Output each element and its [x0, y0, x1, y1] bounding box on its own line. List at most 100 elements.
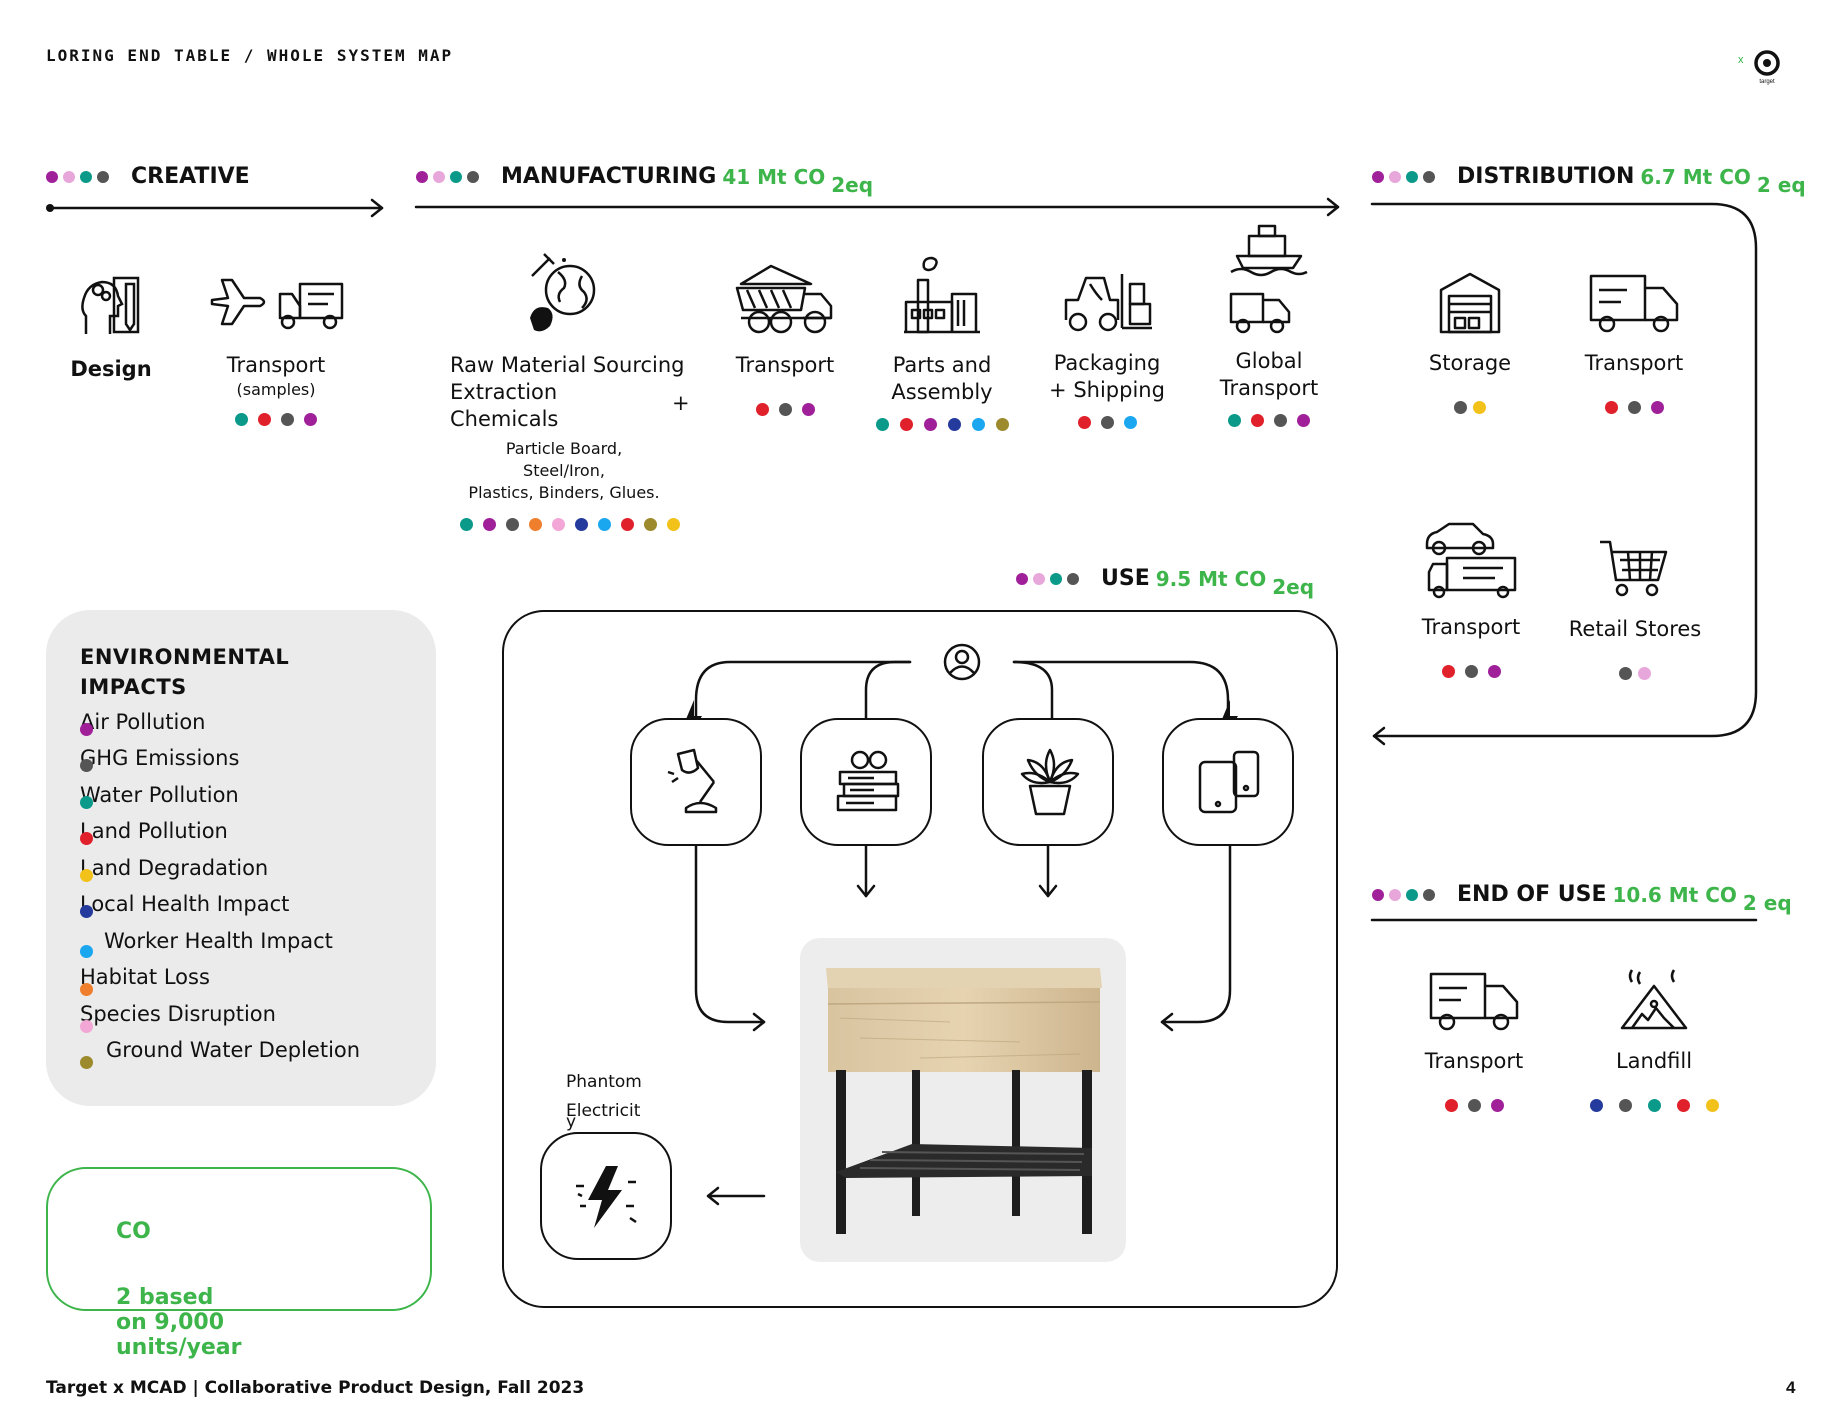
factory-icon: [904, 256, 980, 334]
impact-land-pollution: Land Pollution: [80, 819, 228, 845]
use-phase-box: [502, 610, 1338, 1308]
page-number: 4: [1786, 1378, 1796, 1397]
impact-land-degradation: Land Degradation: [80, 856, 269, 882]
desk-lamp-bubble: [630, 718, 762, 846]
end-transport-impact-dots: [1414, 1099, 1534, 1112]
warehouse-icon: [1439, 272, 1501, 334]
landfill-icon: [1620, 969, 1688, 1030]
impact-worker-health: Worker Health Impact: [80, 929, 333, 958]
global-transport-impact-dots: [1206, 414, 1332, 427]
books-bubble: [800, 718, 932, 846]
impact-water-pollution: Water Pollution: [80, 783, 239, 809]
dist-transport-label: Transport: [1584, 351, 1684, 375]
impact-ground-water: Ground Water Depletion: [80, 1038, 360, 1069]
devices-bubble: [1162, 718, 1294, 846]
impact-ghg-emissions: GHG Emissions: [80, 746, 240, 772]
designer-head-icon: [81, 276, 140, 334]
global-transport-label-1: Global: [1235, 349, 1303, 373]
mfg-transport-label: Transport: [735, 353, 835, 377]
transport-samples-label: Transport: [226, 353, 326, 377]
globe-mining-icon: [530, 253, 596, 332]
packaging-label-2: + Shipping: [1049, 378, 1165, 402]
end-transport-label: Transport: [1424, 1049, 1524, 1073]
car-transport-impact-dots: [1414, 665, 1528, 678]
dist-transport-impact-dots: [1574, 401, 1694, 414]
distribution-title: DISTRIBUTION: [1457, 164, 1635, 189]
delivery-truck-icon: [1589, 274, 1679, 333]
creative-title: CREATIVE: [131, 164, 250, 189]
plane-truck-icon: [210, 278, 344, 330]
stage-landfill: Landfill: [1574, 968, 1734, 1112]
mfg-transport-impact-dots: [730, 403, 840, 416]
books-icon: [836, 750, 900, 812]
retail-impact-dots: [1560, 667, 1710, 680]
stage-car-transport: Transport: [1414, 520, 1528, 678]
desk-lamp-icon: [667, 748, 718, 814]
raw-material-sub: Particle Board, Steel/Iron,Plastics, Bin…: [468, 439, 660, 502]
target-bullseye-icon: [1754, 50, 1780, 76]
plant-bubble: [982, 718, 1114, 846]
raw-material-label-3: Chemicals: [450, 407, 559, 431]
plant-pot-icon: [1020, 748, 1080, 816]
stage-mfg-transport: Transport: [730, 260, 840, 416]
parts-assembly-label-1: Parts and: [892, 353, 992, 377]
brand-x: x: [1738, 54, 1744, 66]
design-label: Design: [70, 357, 152, 381]
user-icon: [943, 643, 981, 681]
packaging-impact-dots: [1042, 416, 1172, 429]
packaging-label-1: Packaging: [1053, 351, 1161, 375]
use-title: USE: [1101, 566, 1150, 591]
manufacturing-title: MANUFACTURING: [501, 164, 717, 189]
stage-retail: Retail Stores: [1560, 536, 1710, 680]
stage-parts-assembly: Parts and Assembly: [872, 254, 1012, 431]
impact-habitat-loss: Habitat Loss: [80, 965, 210, 996]
raw-material-label-2: Extraction: [450, 380, 558, 404]
ship-truck-icon: [1229, 224, 1308, 334]
co2-basis-note: CO 2 based on 9,000 units/year: [46, 1167, 432, 1360]
parts-assembly-impact-dots: [872, 418, 1012, 431]
landfill-label: Landfill: [1615, 1049, 1693, 1073]
footer-credit: Target x MCAD | Collaborative Product De…: [46, 1378, 585, 1398]
impact-air-pollution: Air Pollution: [80, 710, 206, 736]
brand-label: target: [1759, 79, 1775, 85]
end-of-use-title: END OF USE: [1457, 882, 1607, 907]
stage-global-transport: Global Transport: [1206, 222, 1332, 427]
raw-material-impact-dots: [440, 518, 700, 531]
co2-basis-text: CO 2 based on 9,000 units/year: [116, 1219, 242, 1360]
transport-samples-sub: (samples): [236, 380, 316, 399]
stage-packaging: Packaging + Shipping: [1042, 270, 1172, 429]
end-table-illustration: [826, 968, 1102, 1234]
forklift-icon: [1064, 274, 1152, 332]
lightning-icon: [576, 1166, 637, 1228]
document-title: LORING END TABLE / WHOLE SYSTEM MAP: [46, 46, 454, 65]
creative-header: CREATIVE: [46, 164, 250, 189]
distribution-loop-line: [1370, 202, 1758, 738]
storage-impact-dots: [1420, 401, 1520, 414]
stage-raw-material: Raw Material Sourcing Extraction + Chemi…: [450, 250, 690, 531]
retail-label: Retail Stores: [1568, 617, 1702, 641]
end-table-photo: [800, 938, 1126, 1262]
parts-assembly-label-2: Assembly: [891, 380, 993, 404]
raw-material-plus: +: [672, 391, 690, 415]
global-transport-label-2: Transport: [1219, 376, 1319, 400]
car-van-icon: [1425, 522, 1517, 599]
dump-truck-icon: [735, 264, 833, 334]
shopping-cart-icon: [1600, 540, 1668, 597]
stage-transport-samples: Transport (samples): [206, 270, 346, 426]
stage-storage: Storage: [1420, 270, 1520, 414]
stage-dist-transport: Transport: [1574, 270, 1694, 414]
transport-samples-impact-dots: [206, 413, 346, 426]
